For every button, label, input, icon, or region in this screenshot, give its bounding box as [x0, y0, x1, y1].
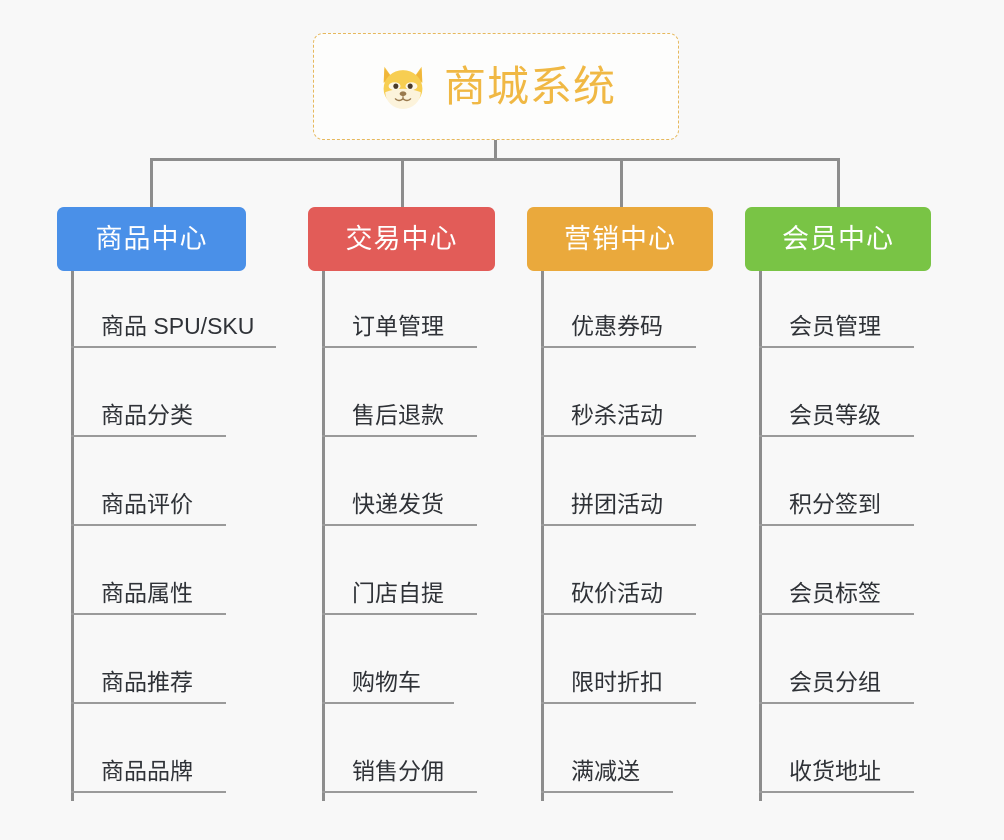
leaf-item[interactable]: 满减送 [541, 756, 673, 793]
leaf-label: 商品属性 [101, 580, 193, 606]
leaf-label: 商品品牌 [101, 758, 193, 784]
leaf-label: 拼团活动 [571, 491, 663, 517]
leaf-label: 秒杀活动 [571, 402, 663, 428]
connector-drop-product-center [150, 158, 153, 208]
leaf-item[interactable]: 秒杀活动 [541, 400, 696, 437]
leaf-label: 会员分组 [789, 669, 881, 695]
connector-drop-marketing-center [620, 158, 623, 208]
leaf-label: 砍价活动 [571, 580, 663, 606]
leaf-label: 订单管理 [352, 313, 444, 339]
leaf-item[interactable]: 订单管理 [322, 311, 477, 348]
leaf-item[interactable]: 售后退款 [322, 400, 477, 437]
leaf-item[interactable]: 积分签到 [759, 489, 914, 526]
leaf-label: 满减送 [571, 758, 640, 784]
leaf-label: 会员标签 [789, 580, 881, 606]
branch-trunk-member-center [759, 271, 762, 801]
leaf-label: 限时折扣 [571, 669, 663, 695]
leaf-item[interactable]: 商品属性 [71, 578, 226, 615]
leaf-label: 销售分佣 [352, 758, 444, 784]
leaf-label: 优惠券码 [571, 313, 663, 339]
branch-trunk-trade-center [322, 271, 325, 801]
branch-trunk-product-center [71, 271, 74, 801]
leaf-item[interactable]: 会员等级 [759, 400, 914, 437]
leaf-item[interactable]: 购物车 [322, 667, 454, 704]
leaf-item[interactable]: 砍价活动 [541, 578, 696, 615]
connector-root-stem [494, 140, 497, 160]
leaf-item[interactable]: 会员分组 [759, 667, 914, 704]
category-label: 商品中心 [95, 223, 208, 254]
leaf-item[interactable]: 会员管理 [759, 311, 914, 348]
leaf-label: 收货地址 [789, 758, 881, 784]
category-header-product-center[interactable]: 商品中心 [57, 207, 246, 271]
leaf-item[interactable]: 门店自提 [322, 578, 477, 615]
leaf-item[interactable]: 销售分佣 [322, 756, 477, 793]
leaf-item[interactable]: 商品分类 [71, 400, 226, 437]
branch-trunk-marketing-center [541, 271, 544, 801]
leaf-label: 售后退款 [352, 402, 444, 428]
leaf-label: 商品推荐 [101, 669, 193, 695]
leaf-item[interactable]: 商品品牌 [71, 756, 226, 793]
leaf-item[interactable]: 商品评价 [71, 489, 226, 526]
category-header-marketing-center[interactable]: 营销中心 [527, 207, 713, 271]
leaf-item[interactable]: 会员标签 [759, 578, 914, 615]
connector-drop-trade-center [401, 158, 404, 208]
category-label: 营销中心 [564, 223, 676, 254]
leaf-label: 会员等级 [789, 402, 881, 428]
leaf-item[interactable]: 快递发货 [322, 489, 477, 526]
category-header-member-center[interactable]: 会员中心 [745, 207, 931, 271]
category-header-trade-center[interactable]: 交易中心 [308, 207, 495, 271]
leaf-label: 购物车 [352, 669, 421, 695]
leaf-label: 商品评价 [101, 491, 193, 517]
category-label: 交易中心 [345, 223, 458, 254]
leaf-item[interactable]: 商品 SPU/SKU [71, 311, 276, 348]
leaf-label: 积分签到 [789, 491, 881, 517]
root-node[interactable]: 商城系统 [313, 33, 679, 140]
leaf-label: 商品 SPU/SKU [101, 313, 255, 339]
leaf-item[interactable]: 拼团活动 [541, 489, 696, 526]
leaf-label: 门店自提 [352, 580, 444, 606]
connector-horizontal-bus [150, 158, 840, 161]
leaf-item[interactable]: 优惠券码 [541, 311, 696, 348]
connector-drop-member-center [837, 158, 840, 208]
leaf-item[interactable]: 收货地址 [759, 756, 914, 793]
leaf-item[interactable]: 商品推荐 [71, 667, 226, 704]
root-title: 商城系统 [443, 62, 616, 110]
category-label: 会员中心 [782, 223, 894, 254]
leaf-item[interactable]: 限时折扣 [541, 667, 696, 704]
leaf-label: 快递发货 [352, 491, 444, 517]
shiba-dog-face-icon [383, 66, 423, 109]
leaf-label: 商品分类 [101, 402, 193, 428]
leaf-label: 会员管理 [789, 313, 881, 339]
